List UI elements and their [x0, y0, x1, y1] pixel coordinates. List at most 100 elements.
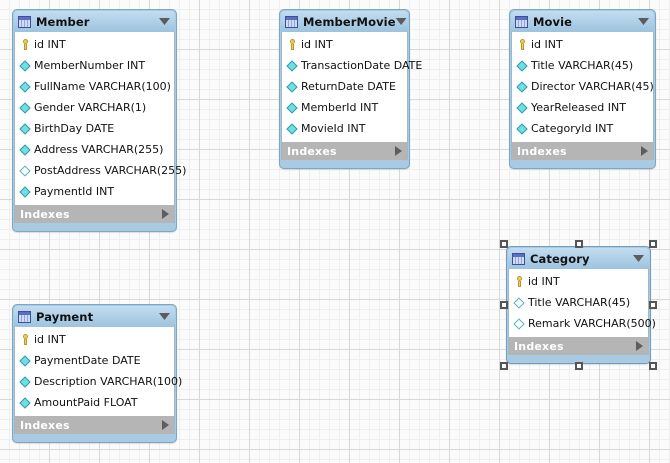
diamond-icon: [286, 101, 299, 114]
key-icon: [19, 333, 32, 346]
triangle-right-icon[interactable]: [395, 146, 402, 156]
table-row[interactable]: id INT: [15, 34, 174, 55]
table-row[interactable]: Director VARCHAR(45): [512, 76, 654, 97]
table-icon: [18, 15, 31, 28]
table-icon: [18, 310, 31, 323]
table-footer-strip: [508, 355, 649, 362]
diamond-icon: [19, 185, 32, 198]
table-header[interactable]: MemberMovie: [281, 11, 408, 32]
table-row[interactable]: MemberNumber INT: [15, 55, 174, 76]
resize-handle-w[interactable]: [500, 301, 508, 309]
table-row[interactable]: Address VARCHAR(255): [15, 139, 174, 160]
table-row[interactable]: Description VARCHAR(100): [15, 371, 182, 392]
table-row[interactable]: MemberId INT: [282, 97, 407, 118]
indexes-label: Indexes: [20, 418, 70, 432]
table-row[interactable]: id INT: [509, 271, 648, 292]
column-label: YearReleased INT: [531, 101, 626, 114]
table-row[interactable]: AmountPaid FLOAT: [15, 392, 174, 413]
table-row[interactable]: CategoryId INT: [512, 118, 653, 139]
table-node-payment[interactable]: Payment id INT PaymentDate DATE Description…: [12, 304, 182, 443]
table-row[interactable]: PaymentId INT: [15, 181, 174, 202]
table-title: Category: [530, 251, 590, 266]
table-row[interactable]: MovieId INT: [282, 118, 407, 139]
table-row[interactable]: TransactionDate DATE: [282, 55, 422, 76]
triangle-right-icon[interactable]: [636, 341, 643, 351]
table-row[interactable]: PaymentDate DATE: [15, 350, 174, 371]
chevron-down-icon[interactable]: [395, 18, 407, 25]
table-icon: [515, 15, 528, 28]
indexes-section[interactable]: Indexes: [14, 205, 175, 223]
indexes-section[interactable]: Indexes: [281, 142, 408, 160]
diamond-icon: [19, 354, 32, 367]
resize-handle-se[interactable]: [649, 362, 657, 370]
key-icon: [286, 38, 299, 51]
column-label: Description VARCHAR(100): [34, 375, 183, 388]
column-label: PaymentId INT: [34, 185, 115, 198]
resize-handle-nw[interactable]: [500, 240, 508, 248]
table-node-movie[interactable]: Movie id INT Title VARCHAR(45) Director VAR…: [509, 9, 656, 169]
table-row[interactable]: FullName VARCHAR(100): [15, 76, 174, 97]
table-title: Movie: [533, 14, 573, 29]
indexes-section[interactable]: Indexes: [511, 142, 654, 160]
diamond-icon: [513, 296, 526, 309]
resize-handle-n[interactable]: [574, 240, 583, 248]
table-row[interactable]: id INT: [282, 34, 407, 55]
column-label: Director VARCHAR(45): [531, 80, 654, 93]
indexes-label: Indexes: [514, 339, 564, 353]
table-header[interactable]: Payment: [14, 306, 175, 327]
diamond-icon: [19, 396, 32, 409]
table-row[interactable]: Title VARCHAR(45): [512, 55, 653, 76]
diamond-icon: [286, 59, 299, 72]
diamond-icon: [19, 375, 32, 388]
table-icon: [285, 15, 298, 28]
column-label: BirthDay DATE: [34, 122, 115, 135]
triangle-right-icon[interactable]: [641, 146, 648, 156]
column-label: id INT: [531, 38, 563, 51]
table-columns: id INT Title VARCHAR(45) Director VARCHAR(…: [511, 32, 654, 142]
chevron-down-icon[interactable]: [159, 18, 170, 25]
table-header[interactable]: Member: [14, 11, 175, 32]
triangle-right-icon[interactable]: [162, 209, 169, 219]
table-row[interactable]: id INT: [512, 34, 653, 55]
indexes-section[interactable]: Indexes: [508, 337, 649, 355]
key-icon: [19, 38, 32, 51]
table-row[interactable]: Title VARCHAR(45): [509, 292, 648, 313]
resize-handle-ne[interactable]: [649, 240, 657, 248]
diamond-icon: [19, 80, 32, 93]
table-row[interactable]: YearReleased INT: [512, 97, 653, 118]
diamond-icon: [19, 101, 32, 114]
table-footer-strip: [14, 223, 175, 230]
table-row[interactable]: ReturnDate DATE: [282, 76, 407, 97]
chevron-down-icon[interactable]: [159, 313, 170, 320]
resize-handle-s[interactable]: [574, 362, 583, 370]
table-header[interactable]: Category: [508, 248, 649, 269]
table-row[interactable]: Remark VARCHAR(500): [509, 313, 656, 334]
table-footer-strip: [511, 160, 654, 167]
column-label: CategoryId INT: [531, 122, 614, 135]
column-label: Address VARCHAR(255): [34, 143, 164, 156]
key-icon: [516, 38, 529, 51]
table-row[interactable]: Gender VARCHAR(1): [15, 97, 174, 118]
table-row[interactable]: id INT: [15, 329, 174, 350]
chevron-down-icon[interactable]: [638, 18, 649, 25]
resize-handle-e[interactable]: [649, 301, 657, 309]
table-title: Payment: [36, 309, 94, 324]
column-label: id INT: [34, 333, 66, 346]
table-header[interactable]: Movie: [511, 11, 654, 32]
table-title: Member: [36, 14, 90, 29]
diamond-icon: [19, 59, 32, 72]
indexes-label: Indexes: [517, 144, 567, 158]
column-label: Title VARCHAR(45): [531, 59, 634, 72]
triangle-right-icon[interactable]: [162, 420, 169, 430]
table-row[interactable]: BirthDay DATE: [15, 118, 174, 139]
chevron-down-icon[interactable]: [633, 255, 644, 262]
column-label: PaymentDate DATE: [34, 354, 141, 367]
table-row[interactable]: PostAddress VARCHAR(255): [15, 160, 186, 181]
indexes-section[interactable]: Indexes: [14, 416, 175, 434]
resize-handle-sw[interactable]: [500, 362, 508, 370]
